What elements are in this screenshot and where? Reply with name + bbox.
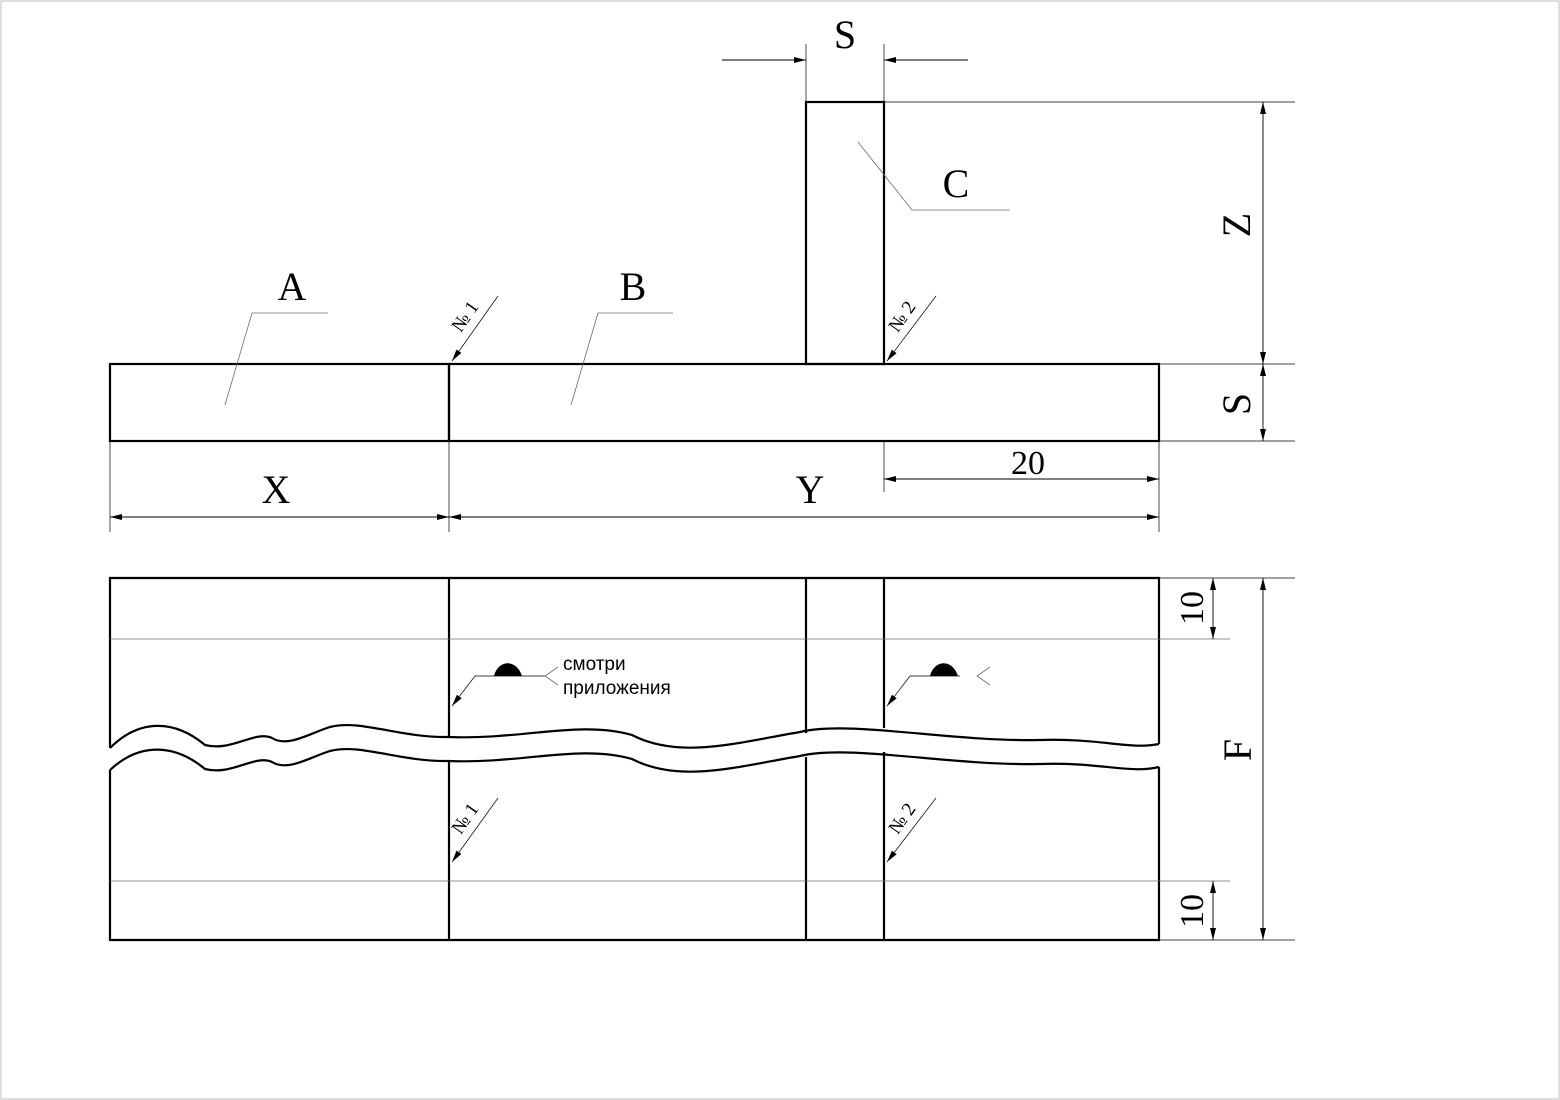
plan-upper-outline bbox=[108, 576, 1161, 748]
dim-x-label: X bbox=[262, 467, 291, 512]
plate-b bbox=[447, 362, 1161, 443]
plan-view: 10 10 F смотри приложения № 1 № 2 bbox=[108, 576, 1295, 942]
seam-2-leader-top bbox=[886, 295, 937, 362]
dim-y-label: Y bbox=[796, 467, 825, 512]
plate-a bbox=[108, 362, 451, 443]
label-part-a: A bbox=[278, 264, 307, 309]
dim-s-right-label: S bbox=[1214, 393, 1259, 415]
dim-10-bottom-label: 10 bbox=[1174, 894, 1211, 928]
weld-1-leader bbox=[451, 675, 545, 707]
seam-2-label-bottom: № 2 bbox=[885, 800, 921, 839]
seam-1-label-bottom: № 1 bbox=[448, 800, 484, 839]
weld-1-symbol bbox=[494, 663, 522, 676]
seam-1-leader-bottom bbox=[451, 797, 499, 863]
label-part-b: B bbox=[620, 264, 647, 309]
dim-z-label: Z bbox=[1214, 213, 1259, 237]
plan-lower-outline bbox=[108, 767, 1161, 942]
seam-1-label-top: № 1 bbox=[448, 298, 484, 337]
rib-c bbox=[804, 100, 886, 366]
leader-a bbox=[224, 312, 328, 406]
weld-2-symbol bbox=[930, 663, 958, 676]
seam-2-label-top: № 2 bbox=[885, 298, 921, 337]
dim-20-label: 20 bbox=[1011, 445, 1045, 482]
note-line-2: приложения bbox=[563, 678, 671, 699]
label-part-c: C bbox=[943, 161, 970, 206]
weld-2-leader bbox=[886, 675, 960, 707]
note-line-1: смотри bbox=[563, 654, 626, 675]
front-view: A B C № 1 № 2 S Z S X Y 20 bbox=[108, 12, 1295, 532]
seam-1-leader-top bbox=[451, 295, 499, 362]
note-bracket bbox=[544, 666, 559, 686]
dim-10-top-label: 10 bbox=[1174, 591, 1211, 625]
break-line-upper bbox=[109, 723, 1160, 749]
dim-f-label: F bbox=[1215, 739, 1260, 761]
break-line-lower bbox=[109, 747, 1160, 773]
seam-2-leader-bottom bbox=[886, 797, 937, 863]
leader-b bbox=[570, 312, 673, 406]
leader-c bbox=[857, 141, 1010, 211]
weld-2-bracket bbox=[976, 666, 991, 686]
dim-s-top-label: S bbox=[834, 12, 856, 57]
